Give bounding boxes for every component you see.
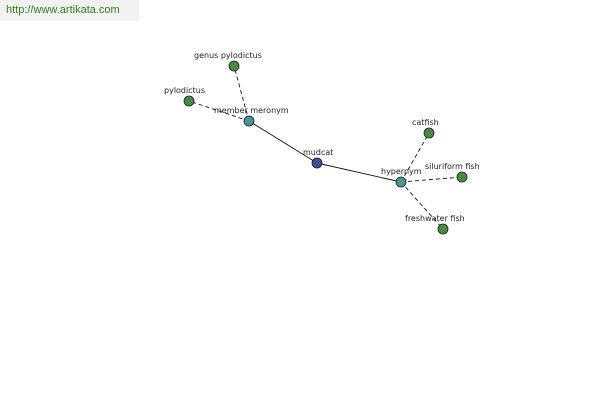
edge-hypernym-to-freshwater-fish [400, 181, 444, 230]
labels-layer: mudcat member meronym hypernym genus pylodi… [164, 51, 480, 223]
node-label-hypernym[interactable]: hypernym [381, 167, 422, 176]
edge-hypernym-to-catfish [400, 132, 430, 183]
node-label-freshwater-fish[interactable]: freshwater fish [405, 214, 465, 223]
edge-mudcat-to-member-meronym [248, 120, 318, 164]
site-url-banner[interactable]: http://www.artikata.com [0, 0, 139, 21]
node-freshwater-fish[interactable] [437, 223, 449, 235]
edge-hypernym-to-siluriform-fish [400, 176, 463, 183]
node-label-genus-pylodictus[interactable]: genus pylodictus [194, 51, 262, 60]
node-label-siluriform-fish[interactable]: siluriform fish [425, 162, 480, 171]
node-label-catfish[interactable]: catfish [412, 118, 439, 127]
nodes-layer [183, 60, 468, 235]
node-genus-pylodictus[interactable] [228, 60, 240, 72]
node-hypernym[interactable] [395, 176, 407, 188]
node-label-mudcat[interactable]: mudcat [303, 148, 333, 157]
edge-member-meronym-to-genus-pylodictus [233, 65, 250, 122]
node-catfish[interactable] [423, 127, 435, 139]
node-mudcat[interactable] [311, 157, 323, 169]
node-member-meronym[interactable] [243, 115, 255, 127]
edge-member-meronym-to-pylodictus [188, 100, 250, 122]
edge-mudcat-to-hypernym [316, 162, 402, 183]
site-url-text[interactable]: http://www.artikata.com [6, 4, 120, 16]
edges-layer [188, 65, 463, 230]
node-label-member-meronym[interactable]: member meronym [214, 106, 289, 115]
node-label-pylodictus[interactable]: pylodictus [164, 86, 205, 95]
node-siluriform-fish[interactable] [456, 171, 468, 183]
node-pylodictus[interactable] [183, 95, 195, 107]
